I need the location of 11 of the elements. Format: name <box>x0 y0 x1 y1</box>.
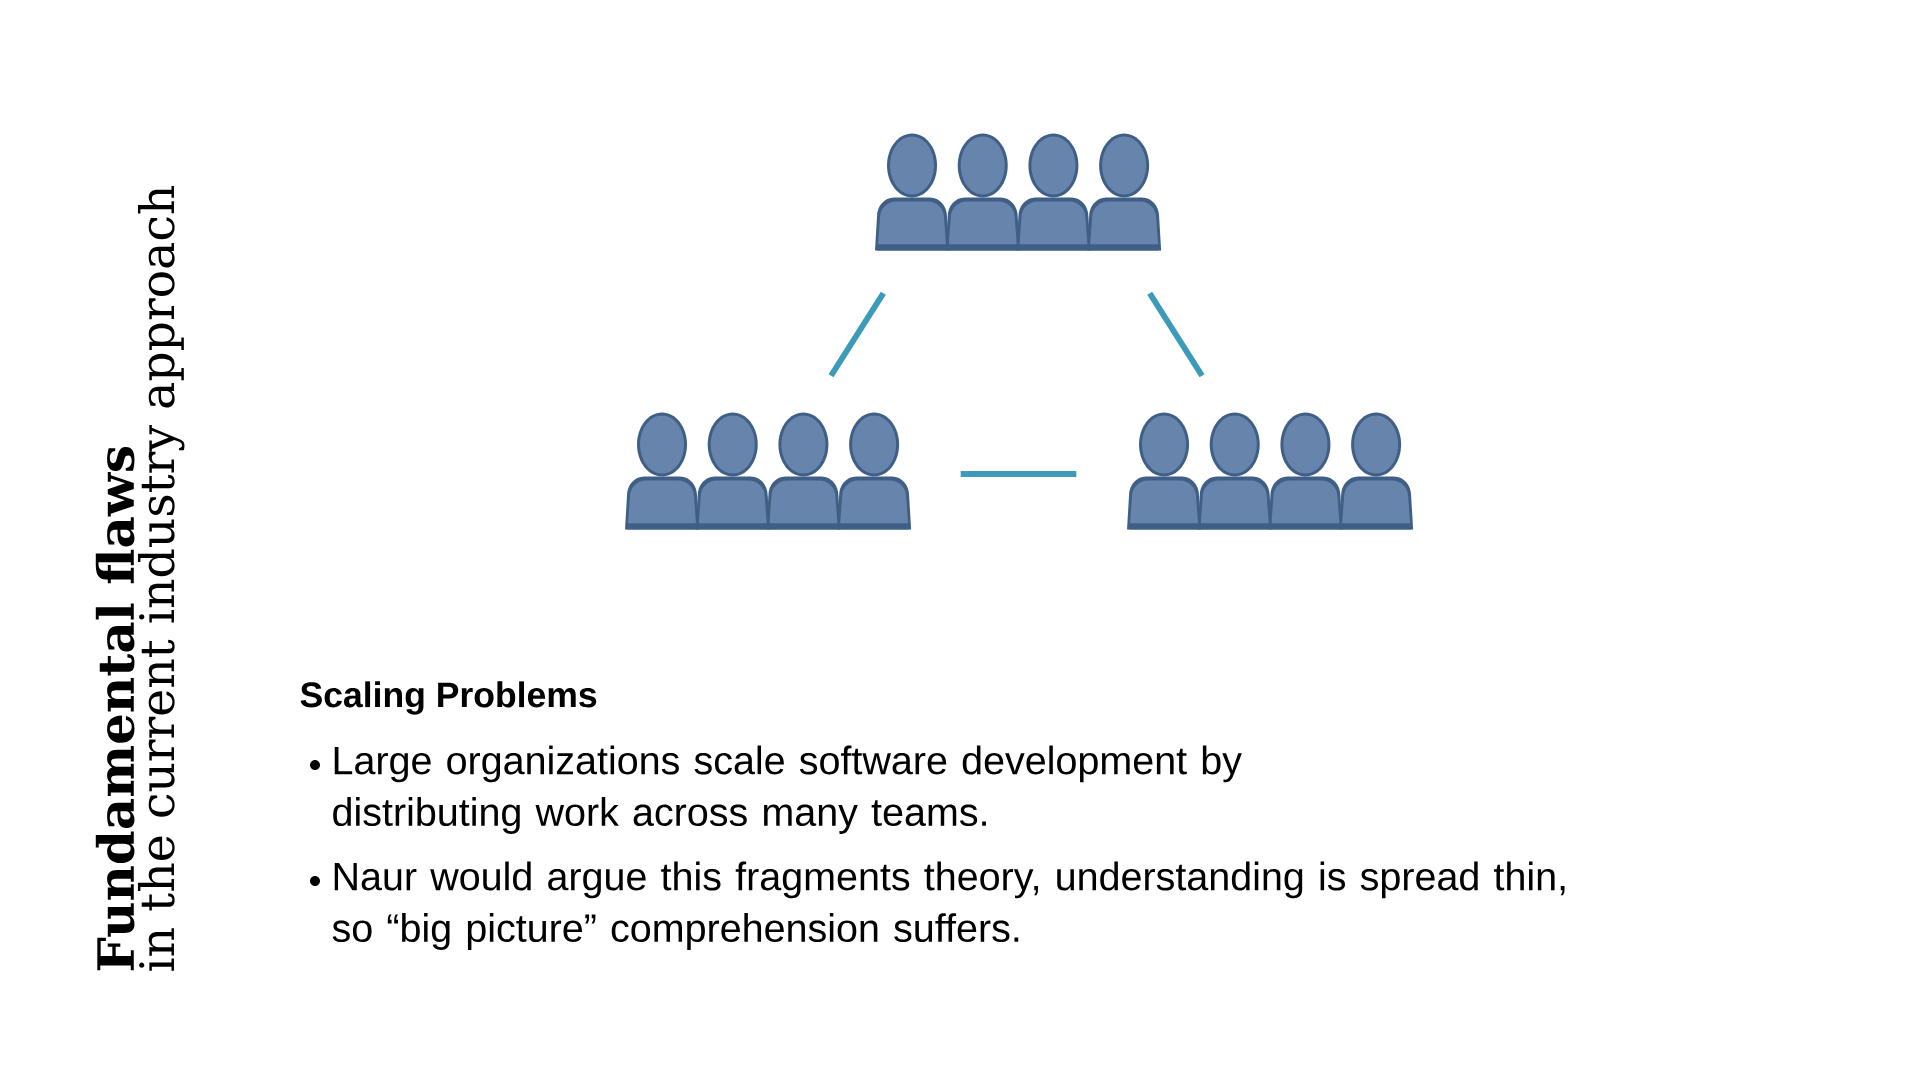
connector-line <box>828 291 886 378</box>
section-heading: Scaling Problems <box>300 681 597 715</box>
bullet-item: Large organizations scale software development by distributing work across many teams. <box>333 745 1242 834</box>
bullet-item: Naur would argue this fragments theory, understanding is spread thin, so “big picture” comprehension suffers. <box>332 861 1565 950</box>
connector-line <box>960 471 1077 477</box>
connector-line <box>1147 291 1205 378</box>
people-icon <box>875 133 1162 251</box>
title: Fundamental flaws <box>95 447 135 971</box>
people-icon <box>625 412 912 530</box>
subtitle: in the current industry approach <box>137 185 185 971</box>
people-icon <box>1127 412 1414 530</box>
